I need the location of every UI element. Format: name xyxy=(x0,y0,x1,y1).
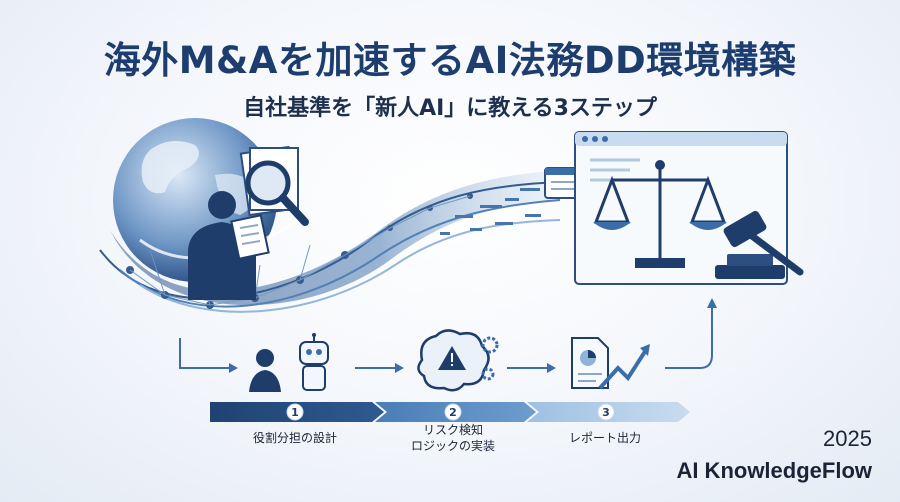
step-label: レポート出力 xyxy=(568,431,641,445)
footer-year: 2025 xyxy=(823,426,872,451)
flow-arrows xyxy=(179,305,713,369)
page-title: 海外M&Aを加速するAI法務DD環境構築 xyxy=(103,39,797,82)
step-number: 2 xyxy=(449,406,457,419)
step-number: 3 xyxy=(602,406,610,419)
footer-brand: AI KnowledgeFlow xyxy=(676,458,872,483)
person-robot-icon xyxy=(249,333,329,392)
step-label: 役割分担の設計 xyxy=(252,431,337,445)
step-number-badges xyxy=(286,403,615,421)
data-wave xyxy=(99,170,561,313)
report-chart-icon xyxy=(571,337,650,390)
brain-warning-icon xyxy=(417,329,499,392)
gavel-icon xyxy=(715,210,804,279)
step-label: リスク検知 ロジックの実装 xyxy=(410,423,495,453)
step-number: 1 xyxy=(291,406,299,419)
documents-magnifier-icon xyxy=(239,145,309,226)
businessman-icon xyxy=(188,191,270,300)
page-subtitle: 自社基準を「新人AI」に教える3ステップ xyxy=(243,96,657,121)
